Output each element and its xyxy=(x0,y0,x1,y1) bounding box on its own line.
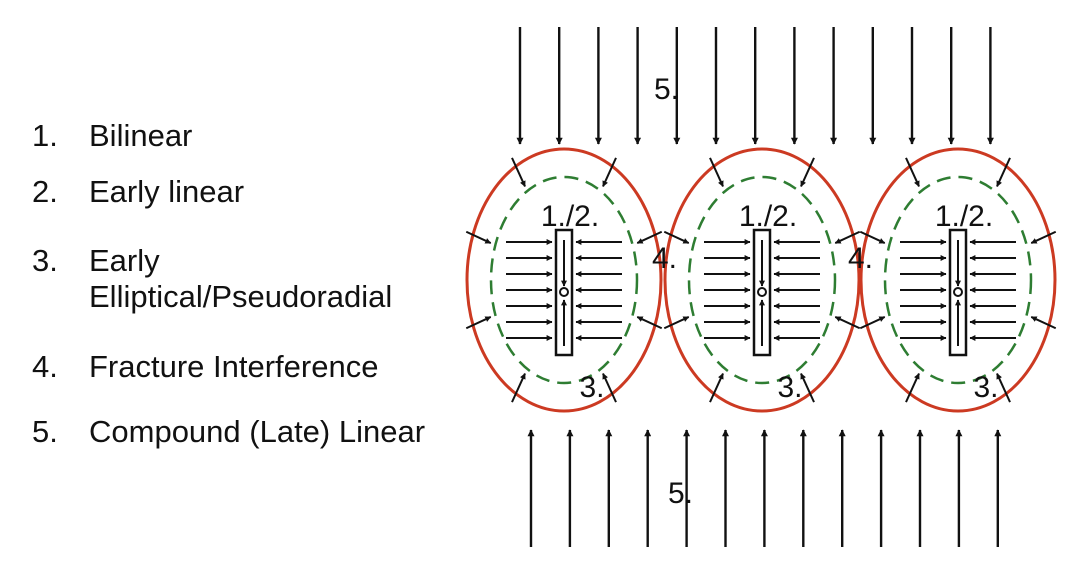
fracture-region xyxy=(465,147,663,413)
outer-drainage-ellipse xyxy=(465,147,663,413)
legend-item: 2. Early linear xyxy=(32,174,244,210)
inner-drainage-ellipse xyxy=(687,175,837,385)
radial-flow-arrow xyxy=(834,230,861,244)
fracture-region xyxy=(859,147,1057,413)
radial-flow-arrow xyxy=(859,316,886,330)
inner-drainage-ellipse xyxy=(883,175,1033,385)
legend-item: 1. Bilinear xyxy=(32,118,192,154)
hydraulic-fracture xyxy=(948,228,968,357)
top-compound-linear-arrows xyxy=(516,27,994,145)
label-bilinear-early-linear: 1./2. xyxy=(935,200,993,233)
legend-text: Compound (Late) Linear xyxy=(89,414,425,450)
label-compound-linear-top: 5. xyxy=(654,73,679,106)
radial-flow-arrow xyxy=(602,157,617,188)
legend-text: Early linear xyxy=(89,174,244,210)
legend-text-line: Early xyxy=(89,243,160,278)
hydraulic-fracture xyxy=(752,228,772,357)
legend-text-line: Bilinear xyxy=(89,118,193,153)
legend-item: 4. Fracture Interference xyxy=(32,349,378,385)
legend-number: 2. xyxy=(32,174,58,209)
label-pseudoradial: 3. xyxy=(973,371,998,404)
radial-flow-arrow xyxy=(996,372,1011,403)
legend-text: Fracture Interference xyxy=(89,349,378,385)
legend-text-line: Early linear xyxy=(89,174,245,209)
label-pseudoradial: 3. xyxy=(579,371,604,404)
legend-text-line: Compound (Late) Linear xyxy=(89,414,426,449)
radial-flow-arrow xyxy=(636,230,663,244)
legend-number: 4. xyxy=(32,349,58,384)
bottom-compound-linear-arrows xyxy=(527,429,1002,547)
radial-flow-arrow xyxy=(511,372,526,403)
label-bilinear-early-linear: 1./2. xyxy=(541,200,599,233)
radial-flow-arrow xyxy=(1030,316,1057,330)
diagram-labels: 5. 5. 1./2. 3. 1./2. 3. 1./2. 3. 4. 4. xyxy=(541,73,999,510)
radial-flow-arrow xyxy=(465,316,492,330)
legend-text: Bilinear xyxy=(89,118,192,154)
label-fracture-interference: 4. xyxy=(848,242,873,275)
legend-number: 3. xyxy=(32,243,58,278)
legend-number: 5. xyxy=(32,414,58,449)
radial-flow-arrow xyxy=(1030,230,1057,244)
radial-flow-arrow xyxy=(663,316,690,330)
radial-flow-arrow xyxy=(465,230,492,244)
outer-drainage-ellipse xyxy=(859,147,1057,413)
radial-flow-arrow xyxy=(636,316,663,330)
radial-flow-arrow xyxy=(800,372,815,403)
hydraulic-fracture xyxy=(554,228,574,357)
legend-item: 5. Compound (Late) Linear xyxy=(32,414,425,450)
radial-flow-arrow xyxy=(511,157,526,188)
radial-flow-arrow xyxy=(602,372,617,403)
legend-number: 1. xyxy=(32,118,58,153)
wellbore-point xyxy=(559,287,569,297)
radial-flow-arrow xyxy=(709,157,724,188)
radial-flow-arrow xyxy=(663,230,690,244)
fracture-region xyxy=(663,147,861,413)
wellbore-point xyxy=(757,287,767,297)
label-compound-linear-bottom: 5. xyxy=(668,477,693,510)
label-bilinear-early-linear: 1./2. xyxy=(739,200,797,233)
legend-text-line: Elliptical/Pseudoradial xyxy=(89,279,393,314)
radial-flow-arrow xyxy=(905,372,920,403)
fracture-drainage-regions xyxy=(465,147,1057,413)
radial-flow-arrow xyxy=(996,157,1011,188)
wellbore-point xyxy=(953,287,963,297)
radial-flow-arrow xyxy=(709,372,724,403)
outer-drainage-ellipse xyxy=(663,147,861,413)
radial-flow-arrow xyxy=(834,316,861,330)
label-pseudoradial: 3. xyxy=(777,371,802,404)
inner-drainage-ellipse xyxy=(489,175,639,385)
radial-flow-arrow xyxy=(859,230,886,244)
legend-text-line: Fracture Interference xyxy=(89,349,379,384)
radial-flow-arrow xyxy=(905,157,920,188)
radial-flow-arrow xyxy=(800,157,815,188)
label-fracture-interference: 4. xyxy=(652,242,677,275)
